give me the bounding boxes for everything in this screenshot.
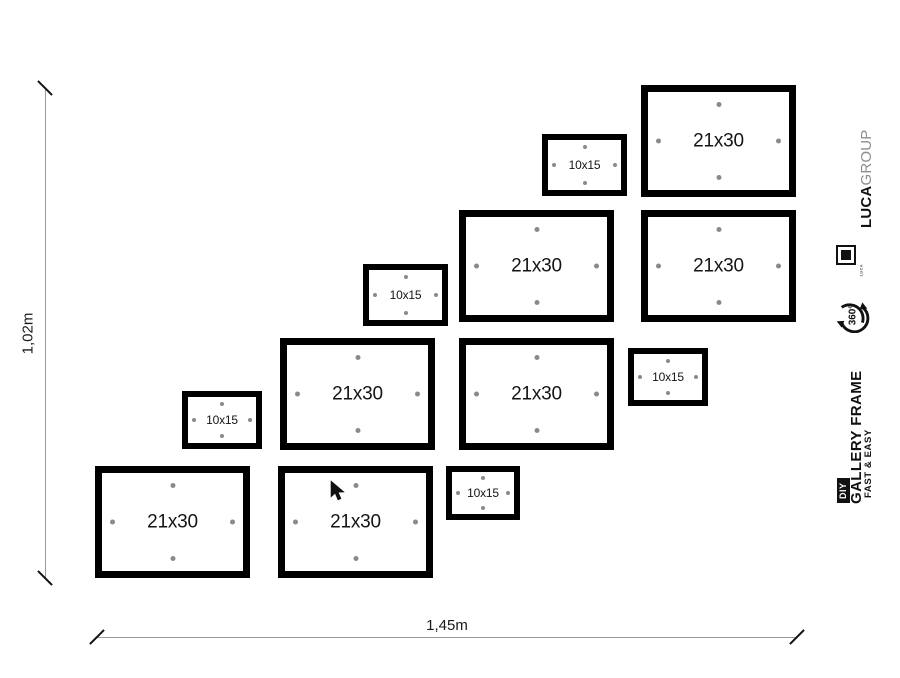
svg-text:360°: 360°	[848, 305, 859, 325]
frame-anchor-dot-right	[412, 519, 418, 525]
picture-frame[interactable]: 21x30	[280, 338, 435, 450]
diy-badge: DIY	[837, 478, 850, 503]
vertical-dimension-line	[45, 88, 46, 578]
picture-frame[interactable]: 10x15	[628, 348, 708, 406]
frame-anchor-dot-bottom	[353, 556, 358, 562]
frame-anchor-dot-top	[170, 482, 175, 488]
frame-anchor-dot-top	[355, 354, 360, 360]
frame-anchor-dot-top	[534, 354, 539, 360]
frame-anchor-dot-top	[716, 101, 721, 107]
frame-anchor-dot-top	[481, 476, 485, 481]
frame-anchor-dot-left	[110, 519, 116, 525]
frame-size-label: 10x15	[652, 370, 684, 384]
picture-frame[interactable]: 10x15	[446, 466, 520, 520]
frame-anchor-dot-right	[775, 263, 781, 269]
picture-frame[interactable]: 21x30	[95, 466, 250, 578]
frame-anchor-dot-bottom	[220, 434, 224, 439]
frame-size-label: 10x15	[467, 486, 499, 500]
picture-frame[interactable]: 10x15	[182, 391, 262, 449]
picture-frame[interactable]: 10x15	[542, 134, 627, 196]
frame-anchor-dot-left	[192, 418, 197, 422]
picture-frame[interactable]: 21x30	[459, 210, 614, 322]
luca-brand-text: LUCA	[858, 185, 875, 228]
frame-size-label: 21x30	[693, 130, 744, 152]
frame-anchor-dot-bottom	[355, 428, 360, 434]
luca-group-text: GROUP	[858, 129, 875, 186]
frame-size-label: 10x15	[568, 158, 601, 172]
frame-anchor-dot-right	[593, 391, 599, 397]
frame-anchor-dot-bottom	[582, 181, 587, 185]
frame-anchor-dot-left	[656, 138, 662, 144]
frame-size-label: 21x30	[511, 383, 562, 405]
frame-size-label: 21x30	[330, 511, 381, 533]
frame-anchor-dot-top	[403, 275, 408, 279]
frame-anchor-dot-left	[552, 163, 557, 167]
luca-logo-mark-subtext: LUCA	[858, 264, 863, 277]
luca-group-wordmark: LUCAGROUP	[858, 130, 875, 228]
frame-size-label: 21x30	[693, 255, 744, 277]
frame-anchor-dot-right	[414, 391, 420, 397]
frame-anchor-dot-bottom	[534, 300, 539, 306]
frame-anchor-dot-right	[693, 375, 698, 379]
frame-anchor-dot-top	[582, 145, 587, 149]
frame-anchor-dot-top	[716, 226, 721, 232]
frame-anchor-dot-right	[612, 163, 617, 167]
horizontal-dimension-line	[97, 637, 797, 638]
frame-anchor-dot-left	[474, 391, 480, 397]
horizontal-dimension-label: 1,45m	[426, 617, 468, 634]
frame-size-label: 21x30	[332, 383, 383, 405]
frame-size-label: 10x15	[389, 288, 422, 302]
frame-anchor-dot-bottom	[716, 175, 721, 181]
picture-frame[interactable]: 21x30	[278, 466, 433, 578]
frame-anchor-dot-right	[229, 519, 235, 525]
frame-anchor-dot-left	[455, 491, 460, 495]
tagline-subtitle: FAST & EASY	[863, 429, 874, 498]
frame-size-label: 21x30	[511, 255, 562, 277]
frame-anchor-dot-right	[593, 263, 599, 269]
luca-logo-mark-icon: LUCA	[836, 245, 863, 276]
mouse-cursor-icon	[330, 480, 345, 501]
frame-anchor-dot-top	[353, 482, 358, 488]
vertical-dimension-label: 1,02m	[19, 312, 37, 355]
frame-anchor-dot-right	[247, 418, 252, 422]
frame-anchor-dot-right	[506, 491, 511, 495]
frame-anchor-dot-bottom	[716, 300, 721, 306]
frame-anchor-dot-bottom	[481, 505, 485, 510]
frame-anchor-dot-left	[373, 293, 378, 297]
frame-anchor-dot-top	[220, 401, 224, 406]
picture-frame[interactable]: 21x30	[459, 338, 614, 450]
frame-size-label: 21x30	[147, 511, 198, 533]
frame-anchor-dot-left	[656, 263, 662, 269]
frame-anchor-dot-top	[534, 226, 539, 232]
frame-anchor-dot-top	[666, 358, 670, 363]
frame-size-label: 10x15	[206, 413, 238, 427]
picture-frame[interactable]: 21x30	[641, 210, 796, 322]
frame-anchor-dot-right	[775, 138, 781, 144]
frame-anchor-dot-bottom	[666, 391, 670, 396]
frame-anchor-dot-left	[295, 391, 301, 397]
frame-anchor-dot-right	[433, 293, 438, 297]
frame-anchor-dot-bottom	[534, 428, 539, 434]
picture-frame[interactable]: 21x30	[641, 85, 796, 197]
frame-anchor-dot-bottom	[170, 556, 175, 562]
frame-anchor-dot-left	[293, 519, 299, 525]
frame-anchor-dot-left	[474, 263, 480, 269]
picture-frame[interactable]: 10x15	[363, 264, 448, 326]
frame-anchor-dot-left	[638, 375, 643, 379]
rotate-360-badge-icon: 360°	[836, 302, 870, 333]
frame-anchor-dot-bottom	[403, 311, 408, 315]
